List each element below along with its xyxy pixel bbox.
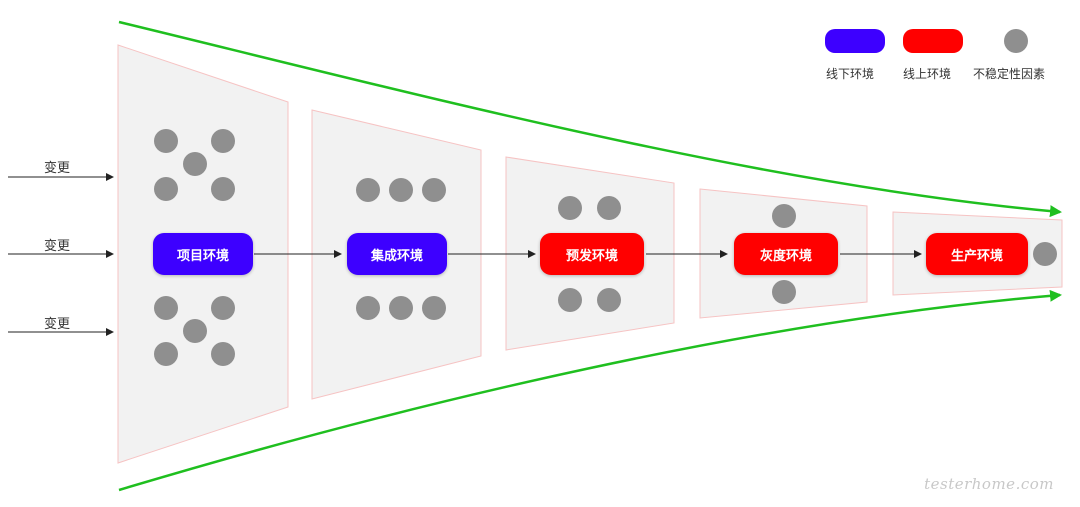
instability-factor-dot (422, 296, 446, 320)
stage-integration-env: 集成环境 (347, 233, 447, 275)
stage-canary-env: 灰度环境 (734, 233, 838, 275)
instability-factor-dot (356, 296, 380, 320)
legend-offline-swatch (825, 29, 885, 53)
instability-factor-dot (183, 319, 207, 343)
change-label: 变更 (44, 239, 71, 254)
instability-factor-dot (1033, 242, 1057, 266)
instability-factor-dot (389, 296, 413, 320)
stage-production-env: 生产环境 (926, 233, 1028, 275)
instability-factor-dot (597, 196, 621, 220)
watermark: testerhome.com (924, 475, 1054, 493)
legend-offline-label: 线下环境 (826, 67, 875, 81)
stage-staging-env: 预发环境 (540, 233, 644, 275)
funnel-bottom-line (118, 289, 1062, 492)
instability-factor-dot (211, 342, 235, 366)
instability-factor-dot (558, 288, 582, 312)
instability-factor-dot (422, 178, 446, 202)
stage-project-env: 项目环境 (153, 233, 253, 275)
instability-factor-dot (389, 178, 413, 202)
instability-factor-dot (558, 196, 582, 220)
legend-online-swatch (903, 29, 963, 53)
instability-factor-dot (211, 129, 235, 153)
legend-factor-label: 不稳定性因素 (973, 67, 1046, 81)
instability-factor-dot (211, 296, 235, 320)
legend-online-label: 线上环境 (903, 67, 952, 81)
instability-factor-dot (154, 342, 178, 366)
instability-factor-dot (154, 296, 178, 320)
instability-factor-dot (183, 152, 207, 176)
change-label: 变更 (44, 317, 71, 332)
instability-factor-dot (772, 204, 796, 228)
instability-factor-dot (154, 129, 178, 153)
instability-factor-dot (211, 177, 235, 201)
funnel-top-line (118, 20, 1062, 218)
instability-factor-dot (772, 280, 796, 304)
instability-factor-dot (597, 288, 621, 312)
instability-factor-dot (356, 178, 380, 202)
instability-factor-dot (154, 177, 178, 201)
change-label: 变更 (44, 161, 71, 176)
legend-factor-dot (1004, 29, 1028, 53)
